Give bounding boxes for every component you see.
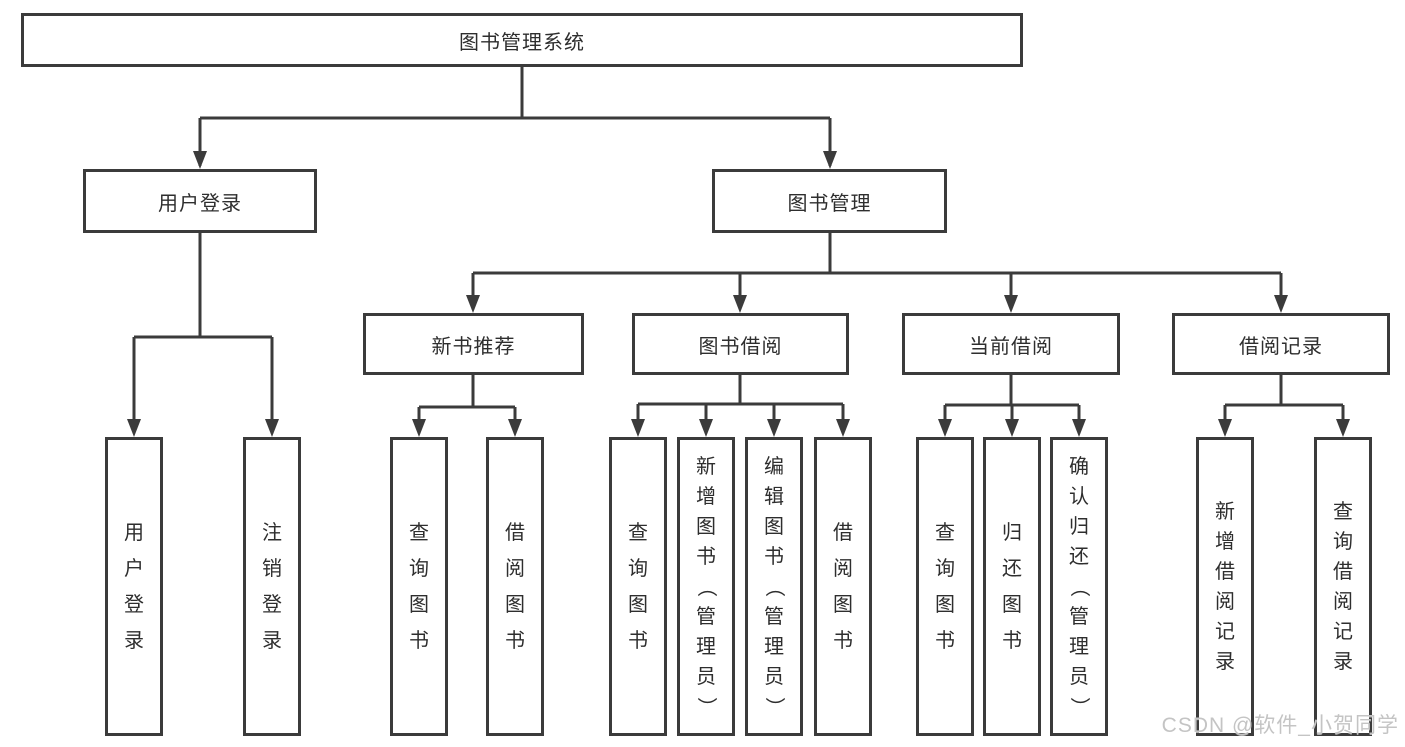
node-book-borrow: 图书借阅 [632,313,849,375]
leaf-add-borrow-record: 新增借阅记录 [1196,437,1254,736]
leaf-edit-books-admin: 编辑图书（管理员） [745,437,803,736]
leaf-logout: 注销登录 [243,437,301,736]
leaf-query-books-recommend: 查询图书 [390,437,448,736]
node-new-book-recommend: 新书推荐 [363,313,584,375]
leaf-add-books-admin: 新增图书（管理员） [677,437,735,736]
node-book-management: 图书管理 [712,169,947,233]
leaf-return-books: 归还图书 [983,437,1041,736]
arrowheads [127,151,1350,437]
leaf-confirm-return-admin: 确认归还（管理员） [1050,437,1108,736]
leaf-borrow-books-recommend: 借阅图书 [486,437,544,736]
leaf-query-books-current: 查询图书 [916,437,974,736]
leaf-borrow-books: 借阅图书 [814,437,872,736]
node-borrow-records: 借阅记录 [1172,313,1390,375]
node-current-borrow: 当前借阅 [902,313,1120,375]
csdn-watermark: CSDN @软件_小贺同学 [1161,714,1399,737]
node-root: 图书管理系统 [21,13,1023,67]
leaf-query-books-borrow: 查询图书 [609,437,667,736]
node-user-login: 用户登录 [83,169,317,233]
leaf-user-login: 用户登录 [105,437,163,736]
leaf-query-borrow-record: 查询借阅记录 [1314,437,1372,736]
